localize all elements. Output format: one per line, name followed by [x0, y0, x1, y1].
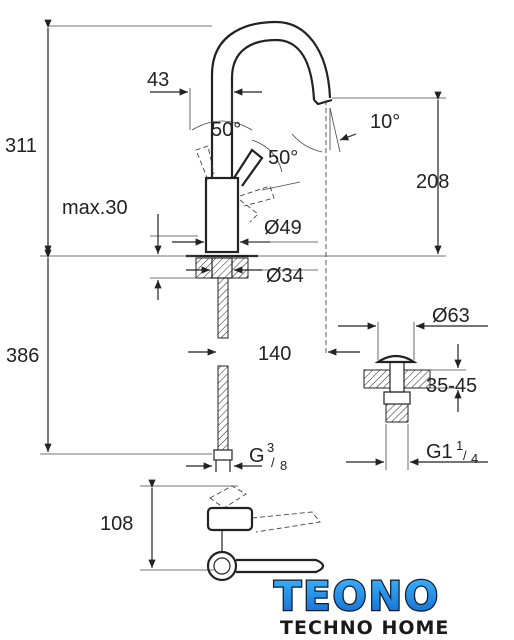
waste-thread [385, 403, 409, 423]
lever [233, 148, 264, 187]
spout-inner [230, 38, 316, 178]
label-140: 140 [258, 343, 291, 365]
label-g1-num: 1 [456, 438, 463, 453]
hose-lower [217, 365, 229, 451]
lever-ghost-top [209, 485, 247, 509]
label-311: 311 [5, 135, 37, 157]
lever-swing [251, 511, 321, 533]
label-50-left: 50° [211, 119, 241, 141]
dimension-lines [40, 19, 446, 470]
label-35-45: 35-45 [426, 375, 477, 397]
label-10: 10° [370, 111, 400, 133]
label-d34: Ø34 [266, 265, 304, 287]
faucet-top-view [140, 479, 325, 582]
lever-ghost-mid [239, 199, 259, 223]
dimension-labels: 311 43 50° 50° 10° 208 max.30 Ø49 Ø34 38… [5, 69, 478, 535]
label-g-num: 3 [267, 440, 274, 455]
label-108: 108 [100, 513, 133, 535]
logo-tagline: TECHNO HOME [280, 617, 449, 639]
lever-ghost-left [195, 145, 215, 181]
deck-hatch [195, 257, 249, 279]
hose-connector [213, 449, 233, 461]
waste-cap [374, 354, 418, 364]
brand-logo: TEONO TECHNO HOME [273, 573, 449, 639]
label-g1: G1 [426, 441, 453, 463]
label-g1-slash: / [463, 448, 467, 463]
faucet-side-view [186, 20, 333, 472]
label-208: 208 [416, 171, 449, 193]
label-d63: Ø63 [432, 305, 470, 327]
label-g1-den: 4 [471, 451, 478, 466]
label-43: 43 [147, 69, 169, 91]
spout-outer [210, 20, 332, 178]
body-top [206, 550, 238, 582]
logo-brand: TEONO [274, 574, 440, 620]
waste-body [383, 391, 411, 405]
lever-ghost-right [239, 185, 275, 207]
label-slash: / [271, 455, 275, 470]
hose-upper [217, 277, 229, 339]
lever-top [206, 506, 254, 532]
label-g: G [249, 445, 265, 467]
label-max30: max.30 [62, 197, 128, 219]
label-d49: Ø49 [264, 217, 302, 239]
waste-deck-left [363, 369, 391, 389]
label-g-den: 8 [280, 458, 287, 473]
label-50-right: 50° [268, 147, 298, 169]
label-386: 386 [6, 345, 39, 367]
faucet-body [204, 176, 240, 254]
spout-top [236, 558, 325, 574]
waste-assembly [338, 322, 488, 470]
spout-tip [313, 98, 333, 106]
